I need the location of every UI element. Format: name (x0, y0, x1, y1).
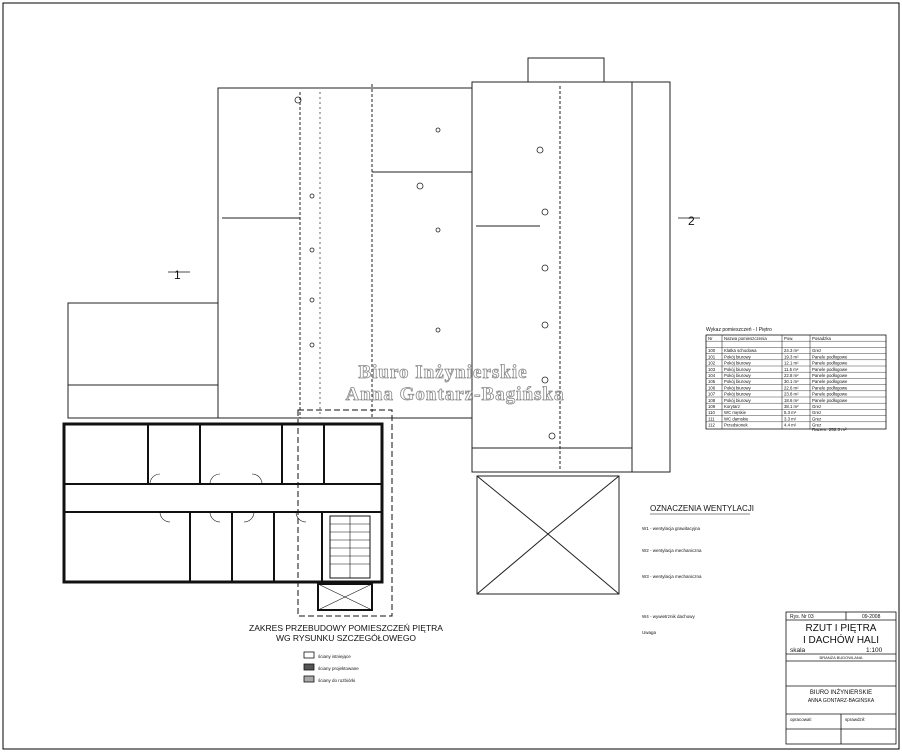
drawing-number: Rys. Nr 03 (790, 614, 814, 620)
room-table-cell: 22.8 m² (784, 373, 799, 378)
room-table-cell: Przedsionek (724, 423, 748, 428)
room-table-cell: Pokój biurowy (724, 373, 752, 378)
vent-item-3: W3 - wentylacja mechaniczna (642, 574, 702, 579)
room-table-cell: 106 (708, 385, 716, 390)
room-table-cell: 109 (708, 404, 716, 409)
axis-markers (168, 217, 700, 273)
room-table-cell: Pokój biurowy (724, 354, 752, 359)
room-table-cell: Panele podłogowe (812, 392, 848, 397)
drawing-title-line2: I DACHÓW HALI (803, 633, 879, 646)
room-table-cell: Panele podłogowe (812, 373, 848, 378)
vent-note: Uwaga (642, 630, 657, 635)
room-table-cell: WC męskie (724, 410, 747, 415)
room-table-cell: WC damskie (724, 416, 749, 421)
signature-left: opracował: (790, 717, 812, 722)
room-table-cell: 100 (708, 348, 716, 353)
hall-roof-right (471, 57, 671, 473)
room-table-cell: Grez (812, 404, 821, 409)
room-table-cell: Pokój biurowy (724, 398, 752, 403)
room-table-cell: 24.3 m² (784, 348, 799, 353)
room-table-header-cell: Nazwa pomieszczenia (724, 336, 767, 341)
room-table-cell: Grez (812, 348, 821, 353)
room-table-cell: Panele podłogowe (812, 361, 848, 366)
ventilation-legend: OZNACZENIA WENTYLACJI W1 - wentylacja gr… (642, 504, 754, 635)
roof-ventilators (294, 96, 556, 440)
room-table-cell: Pokój biurowy (724, 385, 752, 390)
room-table-cell: Panele podłogowe (812, 398, 848, 403)
room-table-cell: 12.1 m² (784, 361, 799, 366)
scope-caption-line2: WG RYSUNKU SZCZEGÓŁOWEGO (276, 633, 416, 643)
room-table-cell: Grez (812, 416, 821, 421)
room-table-cell: Panele podłogowe (812, 379, 848, 384)
room-table-cell: 110 (708, 410, 715, 415)
annex-hip-roof (476, 475, 620, 595)
wall-legend (303, 651, 315, 683)
ventilation-legend-title: OZNACZENIA WENTYLACJI (650, 504, 754, 513)
watermark-line1: Biuro Inżynierskie (358, 362, 527, 383)
room-table-cell: 105 (708, 379, 716, 384)
room-table-cell: 111 (708, 416, 715, 421)
room-table-cell: 103 (708, 367, 716, 372)
room-table-cell: Pokój biurowy (724, 361, 752, 366)
wall-legend-existing: ściany istniejące (318, 654, 351, 659)
room-table-cell: Korytarz (724, 404, 740, 409)
room-table-cell: 19.3 m² (784, 354, 799, 359)
room-table-header-cell: Nr (708, 336, 713, 341)
room-table-cell: 102 (708, 361, 716, 366)
room-table-cell: Grez (812, 410, 821, 415)
room-table-cell: Panele podłogowe (812, 354, 848, 359)
office-line1: BIURO INŻYNIERSKIE (810, 689, 872, 696)
room-table-cell: 38.1 m² (784, 404, 799, 409)
scale-value: 1:100 (866, 647, 883, 654)
room-table-cell: Pokój biurowy (724, 392, 752, 397)
axis-label-2: 2 (688, 214, 695, 228)
vent-item-1: W1 - wentylacja grawitacyjna (642, 526, 701, 531)
room-table-cell: 22.6 m² (784, 385, 799, 390)
room-table-cell: 23.8 m² (784, 392, 799, 397)
room-table-cell: Panele podłogowe (812, 385, 848, 390)
first-floor-plan (62, 409, 393, 617)
room-table-header-cell: Posadzka (812, 336, 831, 341)
room-table: Wykaz pomieszczeń - I Piętro Nr Nazwa pom… (705, 327, 887, 432)
drawing-title-line1: RZUT I PIĘTRA (806, 623, 877, 634)
stage-label: BRANŻA BUDOWLANA (820, 655, 863, 660)
room-table-title: Wykaz pomieszczeń - I Piętro (706, 327, 772, 333)
room-table-cell: 112 (708, 423, 715, 428)
room-table-cell: 3.3 m² (784, 416, 797, 421)
axis-label-1: 1 (174, 268, 181, 282)
room-table-cell: Pokój biurowy (724, 379, 752, 384)
room-table-cell: 101 (708, 354, 716, 359)
room-table-header-cell: Pow. (784, 336, 793, 341)
signature-right: sprawdził: (845, 717, 865, 722)
drawing-date: 09-2008 (862, 614, 881, 620)
room-table-cell: Panele podłogowe (812, 367, 848, 372)
room-table-cell: 18.6 m² (784, 398, 799, 403)
title-block (785, 611, 897, 745)
vent-item-4: W4 - wywietrznik dachowy (642, 614, 696, 619)
room-table-cell: Grez (812, 423, 821, 428)
watermark-line2: Anna Gontarz-Bagińska (346, 384, 565, 405)
room-table-cell: Pokój biurowy (724, 367, 752, 372)
scope-caption-line1: ZAKRES PRZEBUDOWY POMIESZCZEŃ PIĘTRA (249, 623, 443, 633)
vent-item-2: W2 - wentylacja mechaniczna (642, 548, 702, 553)
room-table-cell: 104 (708, 373, 716, 378)
room-table-total: Razem: 252.3 m² (812, 427, 847, 432)
room-table-cell: 30.1 m² (784, 379, 799, 384)
wall-legend-new: ściany projektowane (318, 666, 359, 671)
scale-label: skala (790, 647, 806, 654)
room-table-cell: Klatka schodowa (724, 348, 757, 353)
room-table-cell: 107 (708, 392, 716, 397)
room-table-cell: 4.4 m² (784, 423, 797, 428)
wall-legend-demolition: ściany do rozbiórki (318, 678, 355, 683)
room-table-cell: 108 (708, 398, 716, 403)
office-line2: ANNA GONTARZ-BAGIŃSKA (808, 697, 875, 704)
room-table-cell: 11.5 m² (784, 367, 799, 372)
room-table-cell: 5.3 m² (784, 410, 797, 415)
